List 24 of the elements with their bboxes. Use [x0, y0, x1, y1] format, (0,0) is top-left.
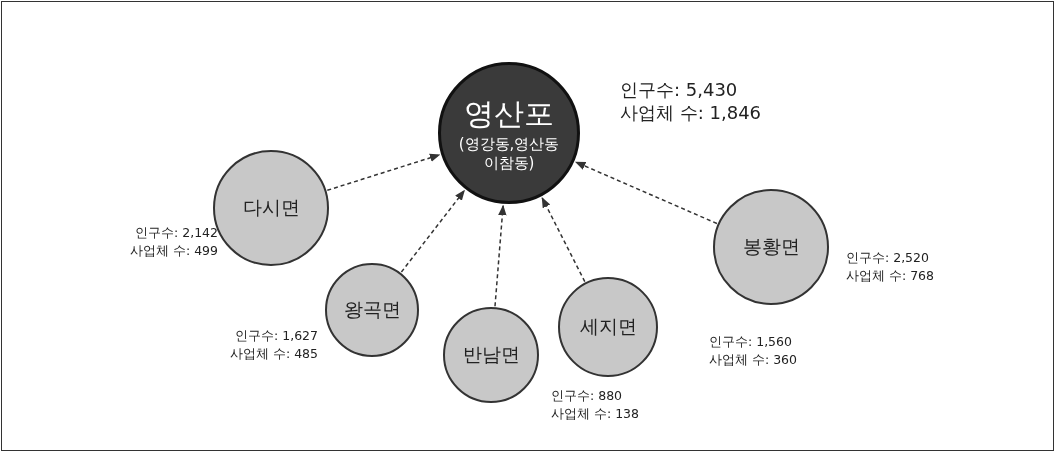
arrow [494, 204, 507, 307]
district-list: (영강동,영산동 이참동) [454, 134, 564, 173]
arrow [326, 153, 441, 192]
region-name: 세지면 [579, 314, 637, 339]
statistic-label: 인구수: 1,627 [234, 327, 318, 345]
statistic-label: 사업체 수: 138 [551, 405, 640, 423]
statistic-label: 사업체 수: 499 [129, 242, 218, 260]
region-name: 영산포 [464, 94, 554, 133]
arrow [400, 189, 466, 273]
statistic-label: 사업체 수: 768 [846, 267, 935, 285]
statistic-label: 인구수: 5,430 [620, 78, 739, 101]
statistic-label: 인구수: 880 [551, 387, 624, 405]
statistic-label: 사업체 수: 1,846 [620, 101, 762, 124]
statistic-label: 인구수: 2,142 [134, 224, 218, 242]
region-name: 반남면 [462, 342, 520, 367]
arrow [574, 161, 718, 225]
statistic-label: 인구수: 2,520 [846, 249, 930, 267]
arrow [541, 197, 586, 283]
statistic-label: 인구수: 1,560 [709, 333, 793, 351]
region-name: 봉황면 [742, 234, 800, 259]
region-name: 왕곡면 [343, 297, 401, 322]
statistic-label: 사업체 수: 485 [229, 345, 318, 363]
region-name: 다시면 [242, 195, 300, 220]
statistic-label: 사업체 수: 360 [709, 351, 798, 369]
